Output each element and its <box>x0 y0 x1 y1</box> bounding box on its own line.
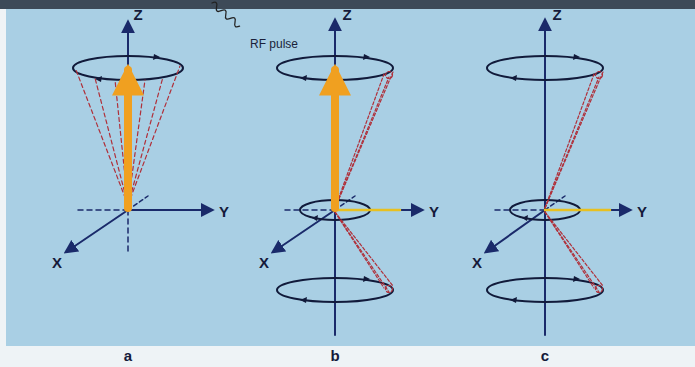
panel-letter: b <box>330 348 339 363</box>
panel-a <box>66 1 242 255</box>
panel-letter: c <box>541 348 549 363</box>
panel-ground <box>6 9 695 346</box>
panel-letter: a <box>124 348 132 363</box>
axis-label: Z <box>133 7 142 22</box>
axis-label: X <box>259 255 269 270</box>
axis-label: X <box>472 255 482 270</box>
pulse-label: RF pulse <box>250 38 298 50</box>
axis-label: X <box>52 255 62 270</box>
panel-b <box>273 20 422 335</box>
axis-label: Z <box>342 7 351 22</box>
axis-label: Y <box>637 204 647 219</box>
axis-label: Y <box>219 204 229 219</box>
axis-label: Z <box>552 7 561 22</box>
panel-c <box>486 20 630 335</box>
axis-label: Y <box>429 204 439 219</box>
